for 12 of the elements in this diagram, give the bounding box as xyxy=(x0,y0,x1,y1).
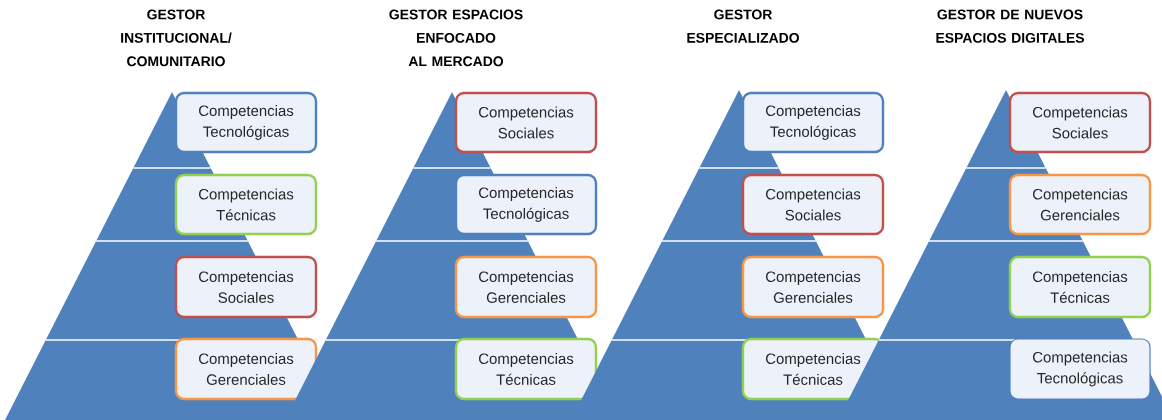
competency-box: Competencias Sociales xyxy=(454,91,598,154)
competency-box: Competencias Técnicas xyxy=(174,173,318,236)
competency-box: Competencias Gerenciales xyxy=(1008,173,1152,236)
node-label: GESTOR ESPECIALIZADO xyxy=(687,9,799,43)
node-label: GESTOR INSTITUCIONAL/ COMUNITARIO xyxy=(121,9,232,67)
competency-box: Competencias Tecnológicas xyxy=(174,91,318,154)
node-label: GESTOR ESPACIOS ENFOCADO AL MERCADO xyxy=(389,9,523,67)
node-label: GESTOR DE NUEVOS ESPACIOS DIGITALES xyxy=(936,9,1084,43)
competency-box: Competencias Sociales xyxy=(741,173,885,236)
competency-box: Competencias Tecnológicas xyxy=(741,91,885,154)
competency-box: Competencias Tecnológicas xyxy=(454,173,598,236)
competency-box: Competencias Sociales xyxy=(1008,91,1152,154)
